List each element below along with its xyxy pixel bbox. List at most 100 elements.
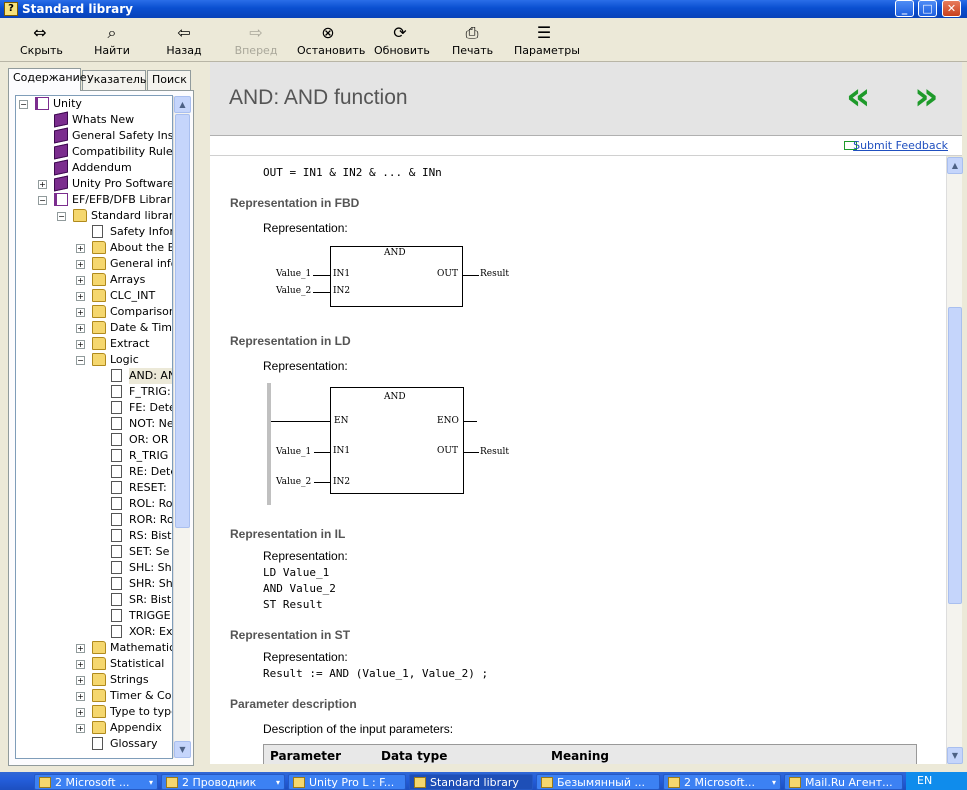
tree-item[interactable]: R_TRIG: [16, 448, 172, 464]
language-indicator[interactable]: EN: [917, 774, 933, 787]
expand-icon[interactable]: +: [76, 660, 85, 669]
collapse-icon[interactable]: −: [38, 196, 47, 205]
tree-item[interactable]: +Type to type: [16, 704, 172, 720]
collapse-icon[interactable]: −: [19, 100, 28, 109]
expand-icon[interactable]: +: [76, 324, 85, 333]
options-label: Параметры: [514, 44, 580, 57]
expand-icon[interactable]: +: [76, 340, 85, 349]
tree-item[interactable]: +Timer & Cour: [16, 688, 172, 704]
tree-item[interactable]: +Unity Pro Software: [16, 175, 172, 192]
forward-button[interactable]: ⇨Вперед: [234, 24, 278, 58]
expand-icon[interactable]: +: [76, 292, 85, 301]
taskbar-button[interactable]: 2 Microsoft...▾: [663, 774, 781, 790]
maximize-button[interactable]: □: [918, 0, 937, 17]
collapse-icon[interactable]: −: [57, 212, 66, 221]
tree-item[interactable]: +Statistical: [16, 656, 172, 672]
tree-item[interactable]: +Strings: [16, 672, 172, 688]
tab-index[interactable]: Указатель: [82, 70, 146, 90]
expand-icon[interactable]: +: [76, 276, 85, 285]
tree-item[interactable]: RESET:: [16, 480, 172, 496]
tree-item[interactable]: SHL: Sh: [16, 560, 172, 576]
tree-item[interactable]: Glossary: [16, 736, 172, 752]
tree-item[interactable]: SET: Se: [16, 544, 172, 560]
tree-item-label: Appendix: [110, 721, 162, 734]
content-scrollbar[interactable]: ▲ ▼: [946, 157, 963, 764]
tree-item[interactable]: +Mathematics: [16, 640, 172, 656]
tree-item[interactable]: −Standard library: [16, 208, 172, 224]
tree-item[interactable]: NOT: Ne: [16, 416, 172, 432]
taskbar-button[interactable]: Unity Pro L : F...: [288, 774, 406, 790]
taskbar-button[interactable]: 2 Microsoft ...▾: [34, 774, 158, 790]
tree-item[interactable]: RE: Dete: [16, 464, 172, 480]
expand-icon[interactable]: +: [76, 260, 85, 269]
taskbar-button[interactable]: Standard library: [409, 774, 533, 790]
page-icon: [111, 385, 122, 398]
tree-item[interactable]: +Extract: [16, 336, 172, 352]
hide-button[interactable]: ⇔Скрыть: [20, 24, 63, 58]
stop-button[interactable]: ⊗Остановить: [297, 24, 365, 58]
tree-scroll-down-button[interactable]: ▼: [174, 741, 191, 758]
minimize-button[interactable]: _: [895, 0, 914, 17]
taskbar-button[interactable]: Безымянный ...: [536, 774, 660, 790]
col-meaning: Meaning: [551, 749, 609, 763]
find-button[interactable]: ⌕Найти: [92, 24, 132, 58]
ld-power-rail: [267, 383, 271, 505]
taskbar-button[interactable]: 2 Проводник▾: [161, 774, 285, 790]
expand-icon[interactable]: +: [76, 644, 85, 653]
content-scroll-down-button[interactable]: ▼: [947, 747, 963, 764]
print-button[interactable]: ⎙Печать: [452, 24, 493, 58]
expand-icon[interactable]: +: [76, 244, 85, 253]
tree-item[interactable]: +CLC_INT: [16, 288, 172, 304]
tree-item[interactable]: XOR: Ex: [16, 624, 173, 640]
tree-item[interactable]: SHR: Sh: [16, 576, 172, 592]
options-button[interactable]: ☰Параметры: [514, 24, 580, 58]
tree-item[interactable]: ROL: Ro: [16, 496, 172, 512]
collapse-icon[interactable]: −: [76, 356, 85, 365]
back-button[interactable]: ⇦Назад: [164, 24, 204, 58]
content-scroll-thumb[interactable]: [948, 307, 962, 604]
tree-item[interactable]: +General infor: [16, 256, 172, 272]
tree-item[interactable]: +Arrays: [16, 272, 172, 288]
tree-item[interactable]: F_TRIG:: [16, 384, 172, 400]
taskbar-button[interactable]: Mail.Ru Агент...: [784, 774, 903, 790]
tree-item[interactable]: RS: Bista: [16, 528, 172, 544]
tree-item[interactable]: −EF/EFB/DFB Librarie: [16, 192, 172, 208]
tree-item[interactable]: AND: AN: [16, 368, 172, 384]
expand-icon[interactable]: +: [38, 180, 47, 189]
tree-item[interactable]: + Appendix: [16, 720, 172, 736]
tree-item-label: XOR: Ex: [129, 625, 173, 638]
tree-item[interactable]: −Unity: [16, 96, 172, 112]
content-scroll-up-button[interactable]: ▲: [947, 157, 963, 174]
tree-item[interactable]: FE: Dete: [16, 400, 172, 416]
tree-scrollbar[interactable]: ▲ ▼: [173, 96, 191, 758]
tree-item[interactable]: −Logic: [16, 352, 172, 368]
previous-topic-icon[interactable]: «: [846, 74, 870, 118]
tree-item[interactable]: +Date & Time: [16, 320, 172, 336]
tree-item[interactable]: Addendum: [16, 159, 172, 176]
tab-search[interactable]: Поиск: [147, 70, 191, 90]
next-topic-icon[interactable]: »: [914, 74, 938, 118]
tree-item[interactable]: SR: Bista: [16, 592, 172, 608]
expand-icon[interactable]: +: [76, 308, 85, 317]
tree-item[interactable]: General Safety Instru: [16, 127, 172, 144]
tree-item[interactable]: +Comparison: [16, 304, 172, 320]
tree-item[interactable]: Compatibility Rules: [16, 143, 172, 160]
tree-item[interactable]: +About the Bo: [16, 240, 172, 256]
close-button[interactable]: ✕: [942, 0, 961, 17]
tree-scroll-thumb[interactable]: [175, 114, 190, 528]
fbd-out: OUT: [437, 269, 458, 279]
tree-item[interactable]: OR: OR: [16, 432, 172, 448]
tab-contents[interactable]: Содержание: [8, 68, 87, 91]
submit-feedback-link[interactable]: Submit Feedback: [853, 139, 948, 152]
tree-item[interactable]: TRIGGE: [16, 608, 172, 624]
tree-item[interactable]: ROR: Ro: [16, 512, 172, 528]
expand-icon[interactable]: +: [76, 724, 85, 733]
tree-item[interactable]: Whats New: [16, 111, 172, 128]
refresh-button[interactable]: ⟳Обновить: [374, 24, 430, 58]
tree-item[interactable]: Safety Inform: [16, 224, 172, 240]
expand-icon[interactable]: +: [76, 708, 85, 717]
tree-scroll-up-button[interactable]: ▲: [174, 96, 191, 113]
expand-icon[interactable]: +: [76, 692, 85, 701]
expand-icon[interactable]: +: [76, 676, 85, 685]
